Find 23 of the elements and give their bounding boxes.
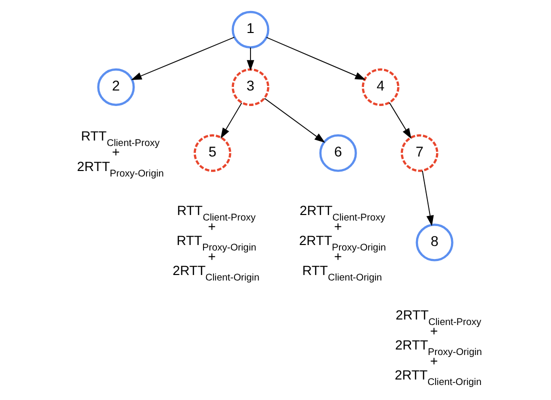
arrow xyxy=(220,102,242,139)
node-circle: 7 xyxy=(400,134,438,172)
node-circle: 4 xyxy=(362,68,400,106)
node-circle: 3 xyxy=(232,68,270,106)
node-label: RTT$_{Client-Proxy}$ xyxy=(177,203,256,224)
node-label: 2RTT$_{Client-Proxy}$ xyxy=(396,307,482,328)
node-circle: 8 xyxy=(416,224,454,262)
node-circle: 2 xyxy=(97,68,135,106)
arrow xyxy=(131,36,235,80)
arrow xyxy=(246,47,254,71)
arrow xyxy=(388,102,412,139)
node-label: 2RTT$_{Client-Origin}$ xyxy=(394,368,482,388)
node-label: 2RTT$_{Client-Origin}$ xyxy=(172,263,260,284)
node-label: RTT$_{Proxy-Origin}$ xyxy=(176,233,256,254)
node-label: 2RTT$_{Proxy-Origin}$ xyxy=(77,158,164,180)
node-label: RTT$_{Client-Origin}$ xyxy=(302,263,382,284)
arrow xyxy=(422,170,434,226)
node-circle: 5 xyxy=(194,134,232,172)
node-label: 2RTT$_{Client-Proxy}$ xyxy=(300,203,386,224)
node-circle: 1 xyxy=(232,10,270,48)
arrow xyxy=(264,98,326,143)
node-circle: 6 xyxy=(319,134,357,172)
arrow xyxy=(266,36,366,80)
